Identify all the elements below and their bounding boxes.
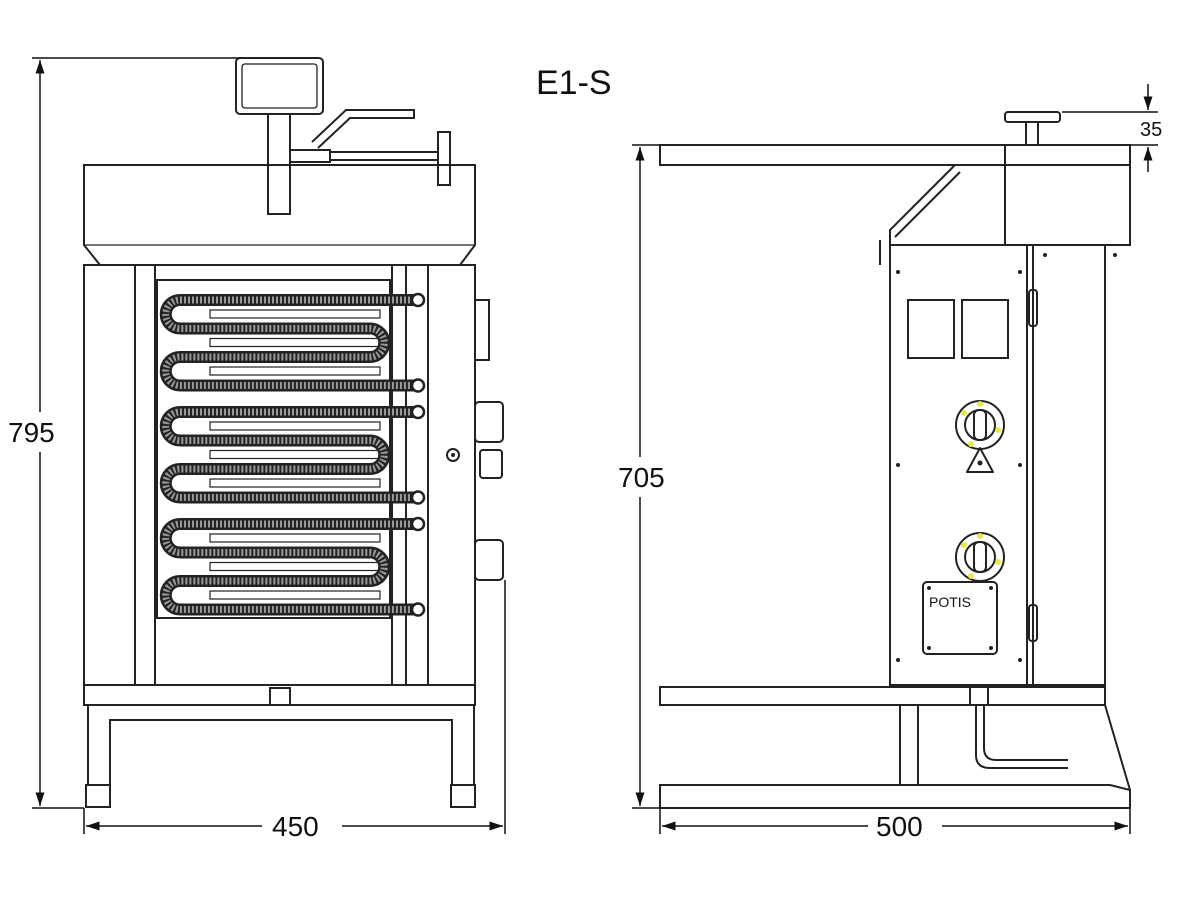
reflector-slot xyxy=(209,590,381,600)
heating-chamber xyxy=(156,279,391,619)
coil-terminal xyxy=(410,490,426,505)
hood-slope xyxy=(879,164,961,265)
indicator xyxy=(446,448,460,462)
socket-1 xyxy=(907,299,955,359)
side-panel xyxy=(889,244,1106,686)
knob-front-1 xyxy=(474,401,504,443)
gas-knob-1 xyxy=(955,400,1005,473)
coil-terminal xyxy=(410,378,426,393)
heating-coil xyxy=(159,294,418,392)
hinge-top xyxy=(1028,289,1038,327)
coil-terminal xyxy=(410,602,426,617)
hinge-bottom xyxy=(1028,604,1038,642)
socket-2 xyxy=(961,299,1009,359)
top-plate xyxy=(659,144,1131,166)
potis-label: POTIS xyxy=(929,594,971,610)
knob-front-2 xyxy=(474,539,504,581)
width-dimension-450: 450 xyxy=(272,811,319,842)
handle xyxy=(311,109,415,149)
reflector-slot xyxy=(209,366,381,376)
motor-box xyxy=(1004,144,1131,246)
reflector-slot xyxy=(209,337,381,348)
side-socket xyxy=(474,299,490,361)
side-leg xyxy=(899,705,919,785)
gas-pipe xyxy=(975,705,1068,769)
control-box xyxy=(235,57,324,115)
coil-terminal xyxy=(410,404,426,420)
top-knob xyxy=(1004,111,1061,123)
potis-plate xyxy=(922,581,998,655)
heating-coil xyxy=(159,518,418,616)
valve xyxy=(479,449,503,479)
top-dimension-35: 35 xyxy=(1140,119,1162,141)
reflector-slot xyxy=(209,309,381,319)
base-plate xyxy=(659,686,1106,706)
gas-connector xyxy=(969,684,989,706)
side-view: POTIS xyxy=(659,111,1131,809)
gas-knob-2 xyxy=(955,532,1005,582)
coil-terminal xyxy=(410,292,426,308)
spit-rod xyxy=(290,131,451,186)
legs xyxy=(87,705,475,786)
reflector-slot xyxy=(209,561,381,572)
reflector-slot xyxy=(209,421,381,431)
foot-right xyxy=(450,784,476,808)
width-dimension-500: 500 xyxy=(876,811,923,842)
heating-elements xyxy=(159,292,426,617)
reflector-slot xyxy=(209,449,381,460)
height-dimension-705: 705 xyxy=(618,462,665,493)
drawing-title: E1-S xyxy=(536,64,612,102)
igniter-icon xyxy=(966,447,994,473)
front-view xyxy=(83,57,504,808)
reflector-slot xyxy=(209,533,381,543)
height-dimension-795: 795 xyxy=(8,417,55,448)
foot-left xyxy=(85,784,111,808)
heating-coil xyxy=(159,406,418,504)
bottom-plate xyxy=(659,784,1131,809)
reflector-slot xyxy=(209,478,381,488)
coil-terminal xyxy=(410,516,426,532)
